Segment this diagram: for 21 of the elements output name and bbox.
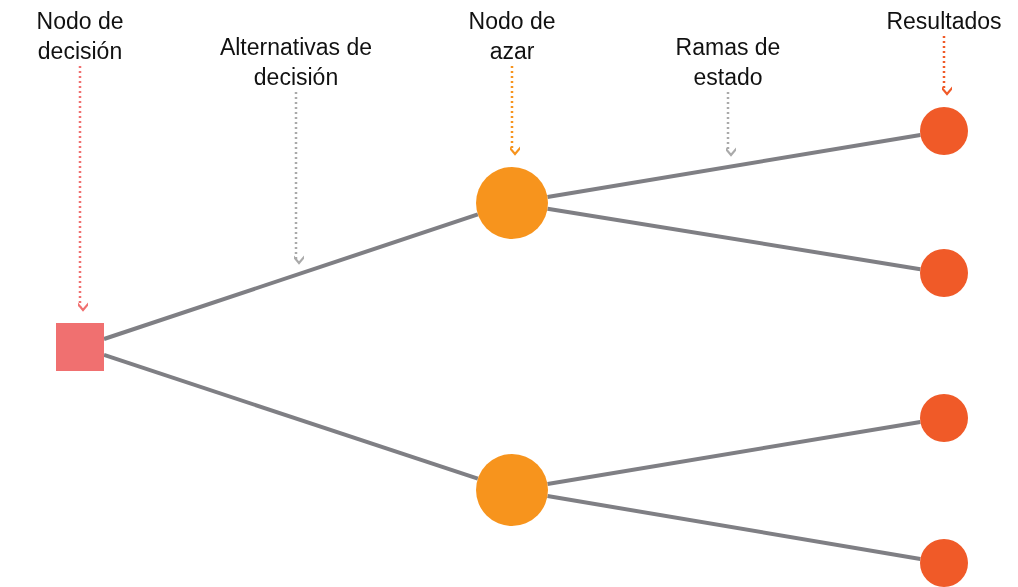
branch-line bbox=[547, 419, 921, 487]
leader-line bbox=[507, 66, 523, 156]
callout-label: Ramas de estado bbox=[653, 32, 803, 92]
branch-line bbox=[103, 353, 479, 481]
callout-label: Nodo de azar bbox=[457, 6, 567, 66]
outcome-circle bbox=[920, 394, 968, 442]
outcome-circle bbox=[920, 539, 968, 587]
leader-line bbox=[723, 92, 739, 157]
decision-square bbox=[56, 323, 104, 371]
callout-label: Resultados bbox=[864, 6, 1018, 36]
leader-line bbox=[291, 92, 307, 265]
branch-line bbox=[103, 212, 479, 341]
leader-line bbox=[75, 66, 91, 312]
callout-label: Nodo de decisión bbox=[5, 6, 155, 66]
outcome-circle bbox=[920, 249, 968, 297]
outcome-circle bbox=[920, 107, 968, 155]
leader-line bbox=[939, 36, 955, 96]
callout-label: Alternativas de decisión bbox=[211, 32, 381, 92]
branch-line bbox=[547, 206, 921, 272]
branch-line bbox=[547, 132, 921, 200]
branch-line bbox=[547, 494, 921, 561]
